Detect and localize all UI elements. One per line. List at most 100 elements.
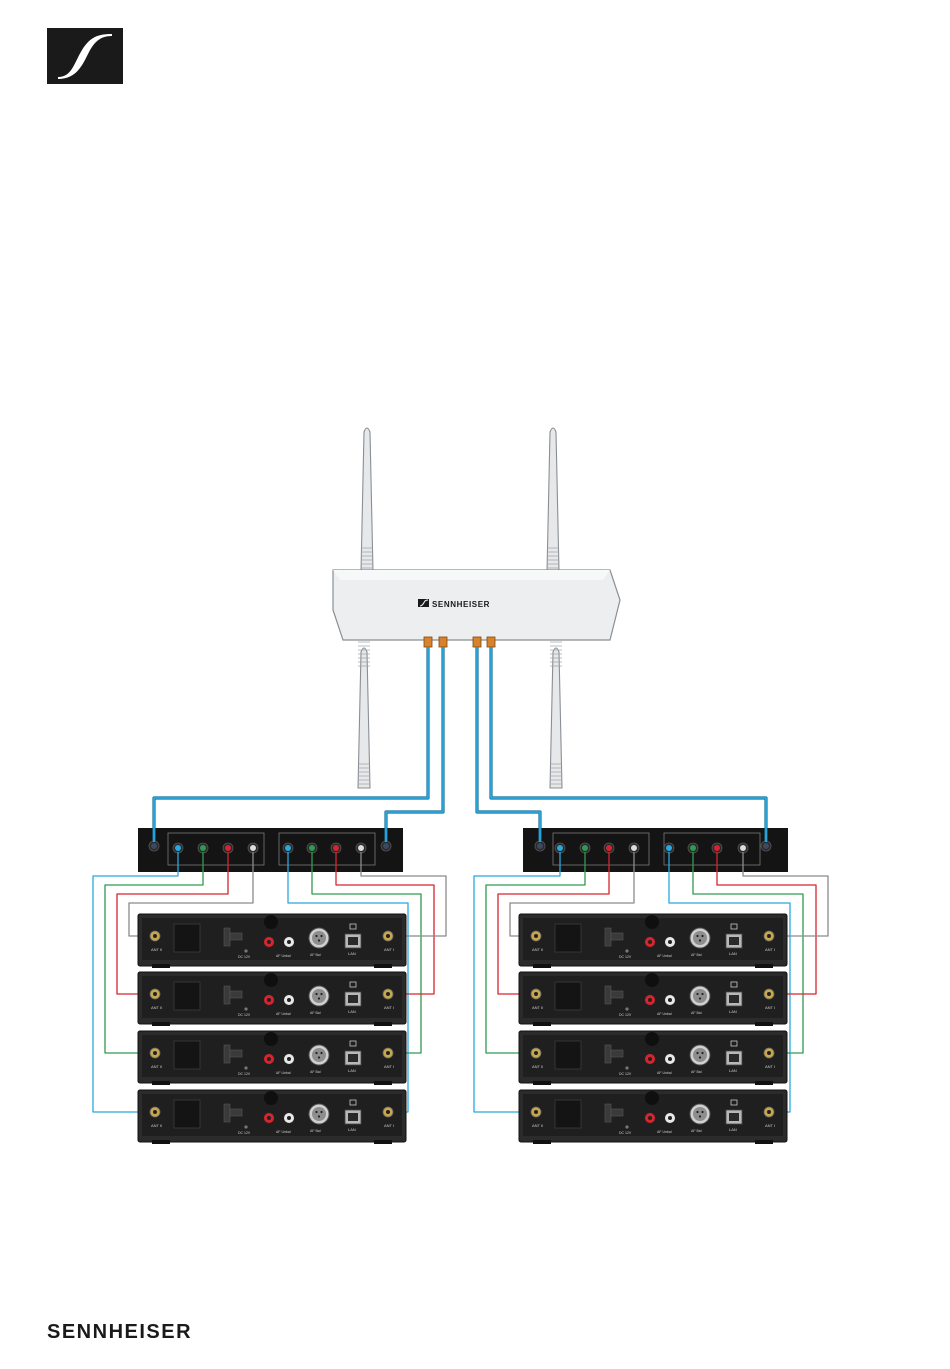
- ant-ii-connector-icon: [149, 1106, 161, 1118]
- ant-ii-label: ANT II: [151, 947, 162, 952]
- af-unbal-label: AF Unbal: [657, 1130, 672, 1134]
- dc-jack-icon: [625, 1066, 629, 1070]
- power-cable-clip-icon: [604, 1044, 624, 1064]
- cable-fixture-icon: [645, 1032, 659, 1046]
- ant-i-connector-icon: [763, 1106, 775, 1118]
- antennas: [357, 427, 563, 789]
- cable-left-anti-unit2: [335, 852, 435, 995]
- splitter-right-output-6: [687, 842, 699, 854]
- cable-left-anti-unit3: [311, 852, 422, 1054]
- antenna-top-right: [546, 427, 560, 573]
- cable-fixture-icon: [264, 1032, 278, 1046]
- panel-cover: [554, 981, 582, 1011]
- af-bal-label: AF Bal: [310, 953, 321, 957]
- af-bal-label: AF Bal: [310, 1129, 321, 1133]
- af-bal-label: AF Bal: [691, 1070, 702, 1074]
- dc-jack-icon: [244, 1066, 248, 1070]
- splitter-left-output-4: [247, 842, 259, 854]
- lan-port-icon: [725, 923, 743, 949]
- power-cable-clip-icon: [604, 985, 624, 1005]
- feed-cable-booster-to-left-input-2: [385, 647, 444, 842]
- footer-brand-wordmark: SENNHEISER: [47, 1321, 193, 1343]
- ant-ii-connector-icon: [530, 930, 542, 942]
- lan-port-icon: [344, 981, 362, 1007]
- ant-ii-connector-icon: [149, 930, 161, 942]
- cable-right-antii-unit4: [473, 852, 561, 1113]
- cable-fixture-icon: [264, 1091, 278, 1105]
- xlr-output-icon: [308, 1044, 330, 1066]
- cable-fixture-icon: [645, 1091, 659, 1105]
- ant-ii-connector-icon: [149, 1047, 161, 1059]
- ant-i-label: ANT I: [765, 1064, 775, 1069]
- splitter-right-output-8: [737, 842, 749, 854]
- feed-cable-booster-to-right-input-1: [476, 647, 541, 842]
- ant-ii-label: ANT II: [532, 947, 543, 952]
- af-bal-label: AF Bal: [310, 1070, 321, 1074]
- lan-label: LAN: [348, 951, 356, 956]
- splitter-left-input-2: [380, 840, 392, 852]
- cable-right-anti-unit3: [692, 852, 804, 1054]
- feed-cable-booster-to-right-input-2: [490, 647, 767, 842]
- lan-port-icon: [725, 1099, 743, 1125]
- panel-cover: [173, 923, 201, 953]
- ant-i-label: ANT I: [765, 1005, 775, 1010]
- panel-cover: [554, 1040, 582, 1070]
- splitter-right-output-1: [554, 842, 566, 854]
- lan-port-icon: [344, 1099, 362, 1125]
- ant-i-connector-icon: [763, 1047, 775, 1059]
- ant-i-label: ANT I: [765, 947, 775, 952]
- lan-port-icon: [344, 923, 362, 949]
- dc-jack-icon: [625, 1125, 629, 1129]
- splitter-right-output-3: [603, 842, 615, 854]
- dc-label: DC 12V: [238, 1131, 251, 1135]
- feed-cable-booster-to-left-input-1: [153, 647, 429, 842]
- dc-label: DC 12V: [619, 1072, 632, 1076]
- power-cable-clip-icon: [223, 1103, 243, 1123]
- af-unbal-label: AF Unbal: [276, 1130, 291, 1134]
- xlr-output-icon: [689, 1044, 711, 1066]
- ant-ii-connector-icon: [530, 1106, 542, 1118]
- dc-label: DC 12V: [238, 1013, 251, 1017]
- power-cable-clip-icon: [223, 985, 243, 1005]
- splitter-left-input-1: [148, 840, 160, 852]
- antenna-booster-unit: SENNHEISER: [332, 569, 621, 648]
- splitter-left-output-7: [330, 842, 342, 854]
- dc-jack-icon: [244, 949, 248, 953]
- panel-cover: [554, 1099, 582, 1129]
- splitter-left-output-5: [282, 842, 294, 854]
- xlr-output-icon: [308, 927, 330, 949]
- splitter-right: [523, 828, 788, 872]
- panel-cover: [173, 1099, 201, 1129]
- dc-label: DC 12V: [619, 955, 632, 959]
- ant-ii-label: ANT II: [151, 1064, 162, 1069]
- lan-label: LAN: [348, 1127, 356, 1132]
- lan-label: LAN: [348, 1009, 356, 1014]
- ant-ii-connector-icon: [149, 988, 161, 1000]
- af-unbal-label: AF Unbal: [657, 954, 672, 958]
- splitter-left-output-3: [222, 842, 234, 854]
- lan-label: LAN: [729, 1127, 737, 1132]
- ant-ii-connector-icon: [530, 1047, 542, 1059]
- af-unbal-label: AF Unbal: [657, 1012, 672, 1016]
- ant-ii-label: ANT II: [151, 1005, 162, 1010]
- splitter-left-output-8: [355, 842, 367, 854]
- af-bal-label: AF Bal: [691, 1011, 702, 1015]
- cable-fixture-icon: [645, 915, 659, 929]
- xlr-output-icon: [308, 985, 330, 1007]
- panel-cover: [554, 923, 582, 953]
- splitter-right-output-5: [663, 842, 675, 854]
- splitter-right-input-2: [760, 840, 772, 852]
- sennheiser-logo-icon: [47, 28, 123, 84]
- ant-i-connector-icon: [763, 988, 775, 1000]
- antenna-base-left: [358, 641, 370, 667]
- af-bal-label: AF Bal: [691, 1129, 702, 1133]
- ant-i-label: ANT I: [384, 947, 394, 952]
- power-cable-clip-icon: [223, 927, 243, 947]
- lan-label: LAN: [729, 951, 737, 956]
- ant-ii-connector-icon: [530, 988, 542, 1000]
